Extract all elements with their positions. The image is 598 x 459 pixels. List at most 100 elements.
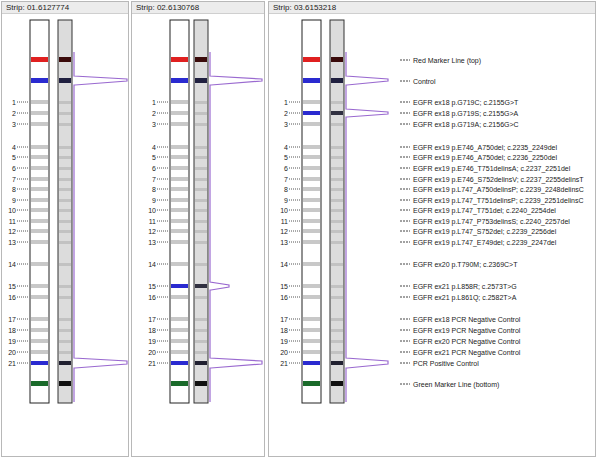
band-number: 11 bbox=[136, 217, 156, 226]
band-number: 4 bbox=[0, 143, 16, 152]
band-annotation: EGFR ex18 p.G719S; c.2155G>A bbox=[413, 109, 518, 118]
band-number: 21 bbox=[136, 359, 156, 368]
band-annotation: Control bbox=[413, 77, 436, 86]
band-number: 6 bbox=[136, 164, 156, 173]
reference-strip bbox=[289, 20, 321, 403]
band-annotation: EGFR ex19 PCR Negative Control bbox=[413, 326, 520, 335]
band-number: 21 bbox=[0, 359, 16, 368]
band-number: 20 bbox=[268, 348, 288, 357]
band-number: 7 bbox=[268, 175, 288, 184]
panel-heading: Strip: 02.6130768 bbox=[132, 2, 264, 14]
band-number: 18 bbox=[268, 326, 288, 335]
band-number: 3 bbox=[136, 120, 156, 129]
band-number: 17 bbox=[136, 315, 156, 324]
band-number: 20 bbox=[0, 348, 16, 357]
band-number: 21 bbox=[268, 359, 288, 368]
band-annotation: EGFR ex19 p.E746_A750del; c.2235_2249del bbox=[413, 143, 557, 152]
band-number: 15 bbox=[136, 282, 156, 291]
band-number: 18 bbox=[0, 326, 16, 335]
band-number: 6 bbox=[268, 164, 288, 173]
band-number: 2 bbox=[136, 109, 156, 118]
band-number: 10 bbox=[136, 206, 156, 215]
band-number: 10 bbox=[268, 206, 288, 215]
band-number: 5 bbox=[0, 153, 16, 162]
band-number: 6 bbox=[0, 164, 16, 173]
band-number: 8 bbox=[136, 185, 156, 194]
band-number: 20 bbox=[136, 348, 156, 357]
band-number: 4 bbox=[136, 143, 156, 152]
band-number: 8 bbox=[0, 185, 16, 194]
band-number: 4 bbox=[268, 143, 288, 152]
band-annotation: EGFR ex19 p.E746_S752delinsV; c.2237_225… bbox=[413, 175, 584, 184]
band-number: 1 bbox=[268, 98, 288, 107]
panel-heading: Strip: 01.6127774 bbox=[2, 2, 128, 14]
band-annotation: PCR Positive Control bbox=[413, 359, 479, 368]
panel-heading: Strip: 03.6153218 bbox=[269, 2, 595, 14]
band-number: 10 bbox=[0, 206, 16, 215]
strip-panel: Strip: 01.6127774 bbox=[1, 1, 129, 457]
band-number: 9 bbox=[268, 196, 288, 205]
band-number: 16 bbox=[268, 293, 288, 302]
band-number: 14 bbox=[136, 260, 156, 269]
band-annotation: EGFR ex20 p.T790M; c.2369C>T bbox=[413, 260, 517, 269]
band-number: 3 bbox=[0, 120, 16, 129]
band-number: 9 bbox=[0, 196, 16, 205]
band-number: 2 bbox=[0, 109, 16, 118]
annotation-leaders bbox=[400, 60, 410, 384]
band-number: 15 bbox=[0, 282, 16, 291]
density-curve bbox=[346, 52, 388, 402]
band-number: 11 bbox=[0, 217, 16, 226]
band-annotation: EGFR ex19 p.L747_S752del; c.2239_2256del bbox=[413, 227, 556, 236]
band-number: 3 bbox=[268, 120, 288, 129]
band-annotation: EGFR ex21 p.L861Q; c.2582T>A bbox=[413, 293, 516, 302]
band-number: 17 bbox=[0, 315, 16, 324]
positive-band bbox=[195, 284, 207, 288]
band-number: 14 bbox=[268, 260, 288, 269]
band-number: 16 bbox=[0, 293, 16, 302]
band-annotation: EGFR ex19 p.L747_T751del; c.2240_2254del bbox=[413, 206, 556, 215]
band-annotation: Green Marker Line (bottom) bbox=[413, 380, 499, 389]
band-annotation: EGFR ex21 PCR Negative Control bbox=[413, 348, 520, 357]
reference-strip bbox=[17, 20, 49, 403]
band-annotation: EGFR ex18 p.G719C; c.2155G>T bbox=[413, 98, 518, 107]
band-annotation: Red Marker Line (top) bbox=[413, 56, 481, 65]
band-number: 5 bbox=[268, 153, 288, 162]
scanned-strip bbox=[194, 20, 208, 403]
band-number: 19 bbox=[136, 337, 156, 346]
band-number: 12 bbox=[136, 227, 156, 236]
band-number: 2 bbox=[268, 109, 288, 118]
band-number: 13 bbox=[0, 238, 16, 247]
band-number: 7 bbox=[0, 175, 16, 184]
band-number: 8 bbox=[268, 185, 288, 194]
density-curve bbox=[74, 52, 127, 402]
band-number: 13 bbox=[268, 238, 288, 247]
band-number: 1 bbox=[136, 98, 156, 107]
band-number: 13 bbox=[136, 238, 156, 247]
band-number: 19 bbox=[0, 337, 16, 346]
band-annotation: EGFR ex19 p.L747_T751delinsP; c.2239_225… bbox=[413, 196, 583, 205]
band-number: 17 bbox=[268, 315, 288, 324]
band-annotation: EGFR ex19 p.L747_P753delinsS; c.2240_225… bbox=[413, 217, 570, 226]
band-number: 18 bbox=[136, 326, 156, 335]
band-annotation: EGFR ex18 p.G719A; c.2156G>C bbox=[413, 120, 519, 129]
band-number: 1 bbox=[0, 98, 16, 107]
band-annotation: EGFR ex19 p.L747_A750delinsP; c.2239_224… bbox=[413, 185, 584, 194]
band-annotation: EGFR ex20 PCR Negative Control bbox=[413, 337, 520, 346]
band-number: 12 bbox=[268, 227, 288, 236]
density-curve bbox=[210, 52, 262, 402]
scanned-strip bbox=[58, 20, 72, 403]
band-annotation: EGFR ex18 PCR Negative Control bbox=[413, 315, 520, 324]
positive-band bbox=[171, 284, 188, 288]
band-number: 7 bbox=[136, 175, 156, 184]
band-number: 16 bbox=[136, 293, 156, 302]
band-number: 9 bbox=[136, 196, 156, 205]
band-number: 5 bbox=[136, 153, 156, 162]
band-annotation: EGFR ex19 p.E746_A750del; c.2236_2250del bbox=[413, 153, 557, 162]
reference-strip bbox=[157, 20, 189, 403]
band-number: 12 bbox=[0, 227, 16, 236]
band-number: 11 bbox=[268, 217, 288, 226]
band-annotation: EGFR ex19 p.L747_E749del; c.2239_2247del bbox=[413, 238, 556, 247]
band-number: 19 bbox=[268, 337, 288, 346]
band-annotation: EGFR ex21 p.L858R; c.2573T>G bbox=[413, 282, 517, 291]
